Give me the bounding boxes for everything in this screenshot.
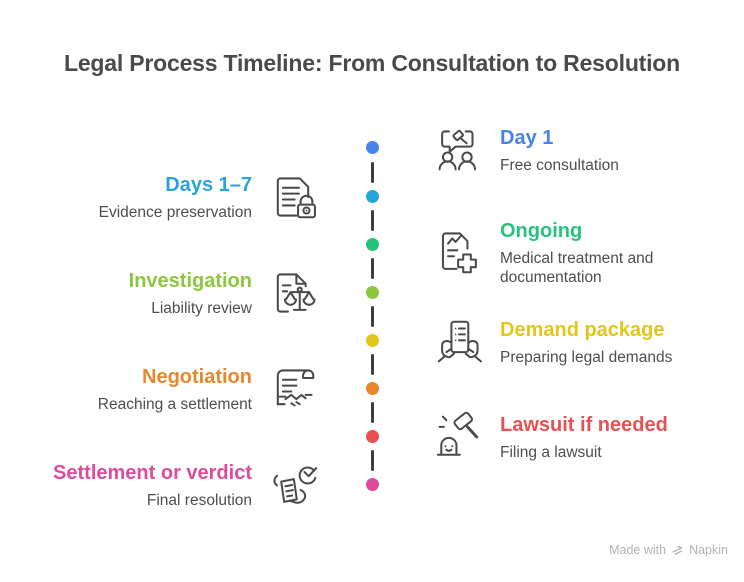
timeline-connector	[371, 306, 374, 327]
document-lock-icon	[266, 170, 320, 224]
timeline-dot	[366, 334, 379, 347]
item-subtitle: Evidence preservation	[98, 204, 252, 221]
item-subtitle: Filing a lawsuit	[500, 444, 602, 461]
item-title: Settlement or verdict	[53, 462, 252, 484]
timeline-item-liability-review: Investigation Liability review	[129, 264, 320, 322]
timeline-item-evidence-preservation: Days 1–7 Evidence preservation	[99, 168, 320, 226]
item-title: Demand package	[500, 319, 665, 341]
timeline-connector	[371, 258, 374, 279]
item-subtitle: Liability review	[151, 300, 252, 317]
item-title: Negotiation	[142, 366, 252, 388]
timeline-connector	[371, 402, 374, 423]
item-subtitle: Free consultation	[500, 157, 619, 174]
timeline-item-final-resolution: Settlement or verdict Final resolution	[53, 456, 320, 514]
napkin-logo-icon	[671, 544, 684, 557]
document-check-hands-icon	[266, 458, 320, 512]
made-with-label: Made with	[609, 543, 667, 557]
timeline-dot	[366, 190, 379, 203]
item-subtitle: Preparing legal demands	[500, 349, 673, 366]
timeline-connector	[371, 450, 374, 471]
timeline-item-free-consultation: Day 1 Free consultation	[432, 121, 619, 179]
item-title: Day 1	[500, 127, 554, 149]
item-title: Investigation	[128, 270, 252, 292]
timeline-dot	[366, 286, 379, 299]
item-subtitle: Final resolution	[146, 492, 252, 509]
consultation-people-gavel-icon	[432, 123, 486, 177]
timeline-dot	[366, 238, 379, 251]
napkin-brand-label: Napkin	[689, 543, 728, 557]
timeline-dot	[366, 141, 379, 154]
timeline-item-medical-treatment: Ongoing Medical treatment and documentat…	[432, 217, 700, 287]
item-title: Ongoing	[500, 219, 583, 242]
timeline-dot	[366, 430, 379, 443]
timeline-item-filing-lawsuit: Lawsuit if needed Filing a lawsuit	[432, 408, 668, 466]
gavel-filing-icon	[432, 410, 486, 464]
scroll-handshake-icon	[266, 362, 320, 416]
timeline-item-reaching-settlement: Negotiation Reaching a settlement	[98, 360, 320, 418]
timeline-dot	[366, 478, 379, 491]
timeline-dot	[366, 382, 379, 395]
made-with-napkin-credit: Made with Napkin	[609, 543, 728, 557]
item-title: Days 1–7	[165, 174, 252, 196]
hands-holding-document-icon	[432, 315, 486, 369]
item-title: Lawsuit if needed	[500, 414, 668, 436]
timeline-connector	[371, 210, 374, 231]
timeline-connector	[371, 162, 374, 183]
page-title: Legal Process Timeline: From Consultatio…	[63, 50, 681, 76]
timeline-item-preparing-demands: Demand package Preparing legal demands	[432, 313, 672, 371]
timeline-connector	[371, 354, 374, 375]
item-subtitle: Reaching a settlement	[97, 396, 252, 413]
item-subtitle: Medical treatment and documentation	[500, 249, 654, 286]
medical-document-cross-icon	[432, 225, 486, 279]
document-scales-icon	[266, 266, 320, 320]
